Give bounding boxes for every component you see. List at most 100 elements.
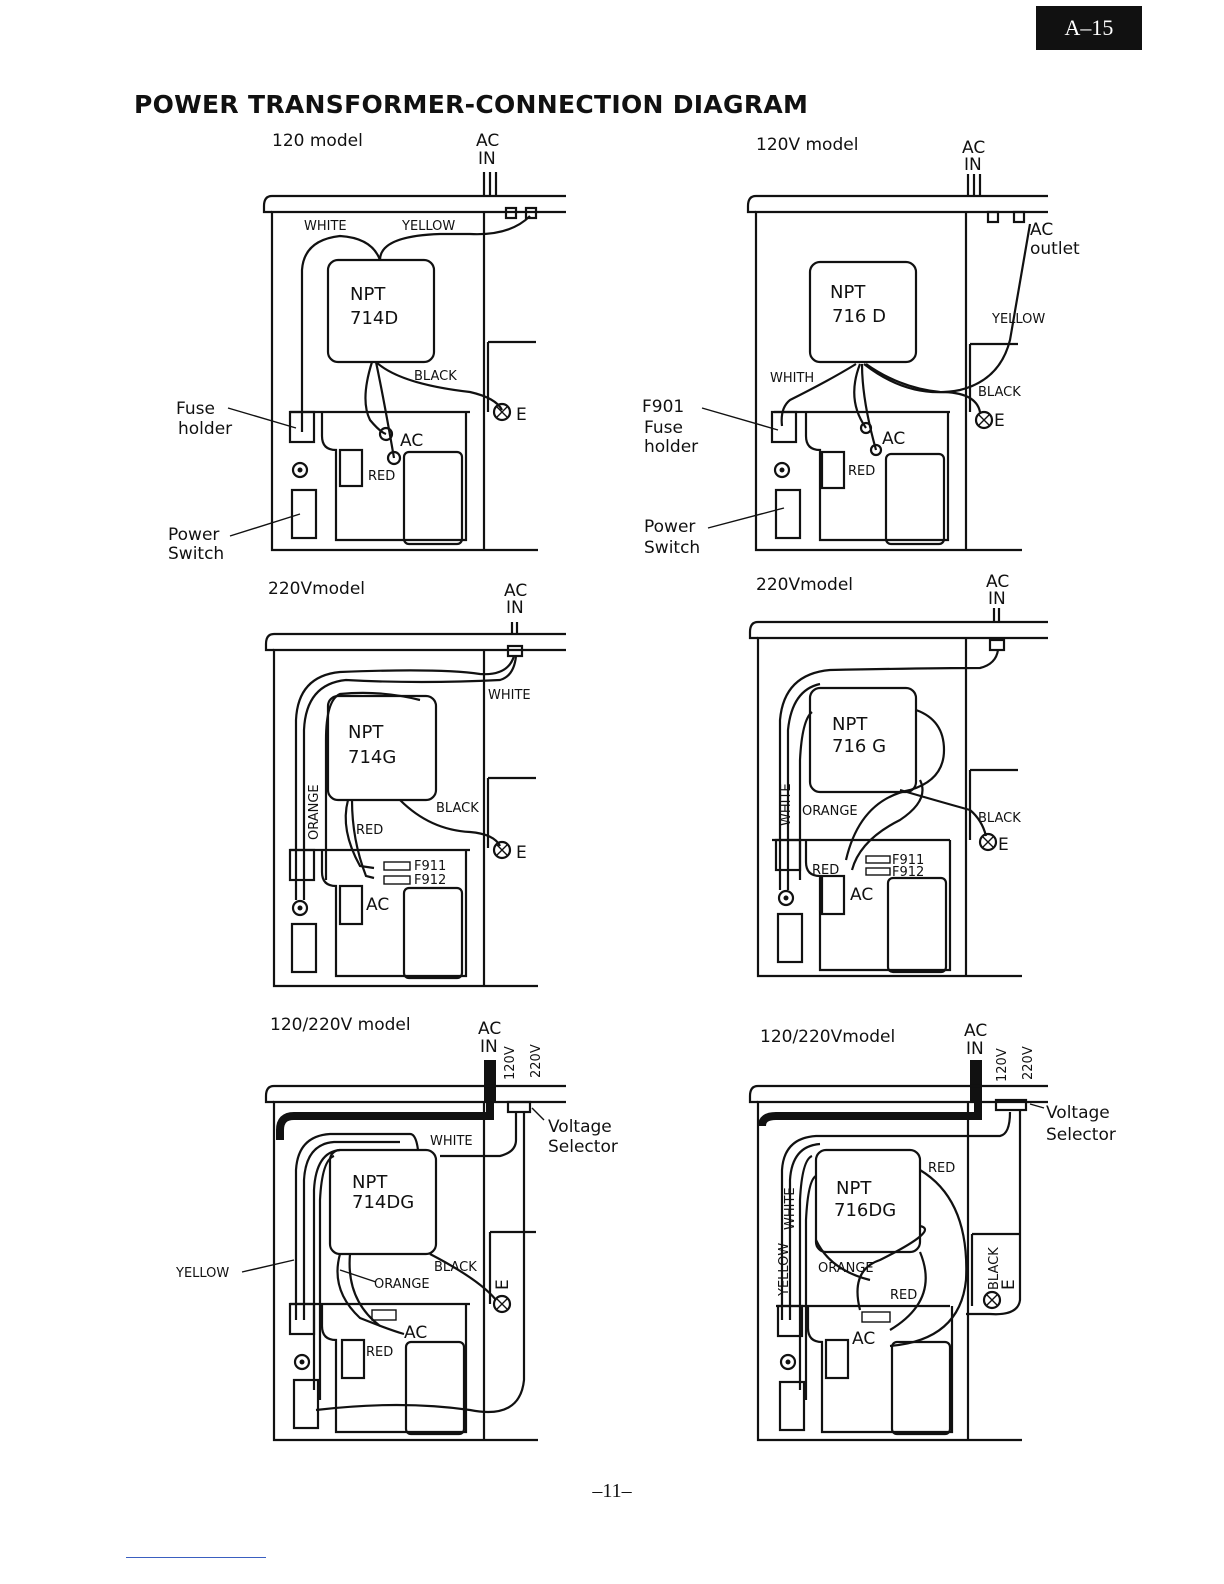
wire-label-red: RED	[366, 1345, 393, 1360]
diagram-220v-716g: 220Vmodel AC IN NPT 716 G WHITE ORANGE B…	[748, 572, 1048, 978]
wire-label-ac-outlet: outlet	[1030, 239, 1080, 259]
voltage-label-120v: 120V	[995, 1048, 1010, 1082]
npt-label: NPT	[350, 284, 386, 305]
npt-label: NPT	[832, 714, 868, 735]
ac-in-label: IN	[478, 149, 496, 169]
wire-label-orange: ORANGE	[307, 784, 322, 840]
earth-label: E	[999, 1279, 1019, 1290]
npt-label: NPT	[352, 1172, 388, 1193]
wire-label-yellow: YELLOW	[401, 219, 455, 234]
callout-f901: F901	[642, 397, 684, 417]
ac-in-label: IN	[988, 589, 1006, 609]
transformer	[808, 686, 918, 794]
npt-label: NPT	[348, 722, 384, 743]
wire-label-red: RED	[356, 823, 383, 838]
voltage-label-220v: 220V	[1021, 1046, 1036, 1080]
wire-label-yellow: YELLOW	[175, 1266, 229, 1281]
callout-fuse-holder: holder	[178, 419, 232, 439]
npt-label: NPT	[836, 1178, 872, 1199]
ac-in-label: AC	[504, 581, 527, 601]
part-number: 714D	[350, 308, 398, 329]
earth-label: E	[998, 835, 1009, 855]
wire-label-red: RED	[848, 464, 875, 479]
model-label: 120/220Vmodel	[760, 1027, 895, 1047]
npt-label: NPT	[830, 282, 866, 303]
wire-label-orange: ORANGE	[818, 1261, 874, 1276]
diagram-120-220v-714dg: 120/220V model AC IN 120V 220V NPT 714DG…	[175, 1015, 618, 1442]
ac-in-label: IN	[480, 1037, 498, 1057]
callout-voltage-selector: Selector	[548, 1137, 618, 1157]
wire-label-black: BLACK	[978, 811, 1021, 826]
ac-in-label: AC	[962, 138, 985, 158]
ac-in-label: AC	[964, 1021, 987, 1041]
wire-label-ac: AC	[852, 1329, 875, 1349]
wire-label-black: BLACK	[434, 1260, 477, 1275]
transformer	[808, 260, 918, 364]
diagram-120v-716d: 120V model AC IN NPT 716 D AC outlet YEL…	[642, 135, 1080, 558]
wire-label-yellow: YELLOW	[991, 312, 1045, 327]
callout-voltage-selector: Voltage	[548, 1117, 612, 1137]
part-number: 716DG	[834, 1200, 896, 1221]
diagram-120-220v-716dg: 120/220Vmodel AC IN 120V 220V NPT 716DG …	[748, 1021, 1116, 1442]
diagram-220v-714g: 220Vmodel AC IN NPT 714G WHITE ORANGE BL…	[264, 579, 566, 988]
fuse-label-f911: F911	[892, 853, 924, 868]
wire-label-white: WHITH	[770, 371, 814, 386]
part-number: 716 G	[832, 736, 886, 757]
callout-fuse-holder: Fuse	[644, 418, 683, 438]
wire-label-orange: ORANGE	[802, 804, 858, 819]
model-label: 220Vmodel	[756, 575, 853, 595]
ac-in-label: AC	[476, 131, 499, 151]
part-number: 714G	[348, 747, 396, 768]
callout-power-switch: Power	[644, 517, 695, 537]
transformer	[814, 1148, 922, 1254]
earth-label: E	[994, 411, 1005, 431]
wire-label-red: RED	[812, 863, 839, 878]
earth-label: E	[516, 405, 527, 425]
wire-label-ac: AC	[366, 895, 389, 915]
fuse-label-f912: F912	[892, 865, 924, 880]
callout-voltage-selector: Selector	[1046, 1125, 1116, 1145]
wire-label-red: RED	[928, 1161, 955, 1176]
diagram-120-714d: 120 model AC IN NPT 714D WHITE YELLOW BL…	[168, 131, 566, 564]
transformer	[326, 694, 438, 802]
wire-label-ac-outlet: AC	[1030, 220, 1053, 240]
callout-power-switch: Switch	[644, 538, 700, 558]
page-number: –11–	[592, 1480, 632, 1502]
page-tag: A–15	[1036, 6, 1142, 50]
ac-in-label: IN	[506, 598, 524, 618]
wire-label-red: RED	[890, 1288, 917, 1303]
model-label: 120 model	[272, 131, 363, 151]
callout-fuse-holder: Fuse	[176, 399, 215, 419]
wire-label-white: WHITE	[783, 1187, 798, 1230]
earth-label: E	[516, 843, 527, 863]
fuse-label-f912: F912	[414, 873, 446, 888]
part-number: 714DG	[352, 1192, 414, 1213]
wire-label-orange: ORANGE	[374, 1277, 430, 1292]
wire-label-red: RED	[368, 469, 395, 484]
model-label: 220Vmodel	[268, 579, 365, 599]
wire-label-white: WHITE	[779, 783, 794, 826]
part-number: 716 D	[832, 306, 886, 327]
footer-rule	[126, 1557, 266, 1558]
wire-label-ac: AC	[400, 431, 423, 451]
callout-power-switch: Switch	[168, 544, 224, 564]
wire-label-ac: AC	[404, 1323, 427, 1343]
page-title: POWER TRANSFORMER-CONNECTION DIAGRAM	[134, 90, 809, 119]
wire-label-white: WHITE	[488, 688, 531, 703]
ac-in-label: AC	[478, 1019, 501, 1039]
wire-label-ac: AC	[882, 429, 905, 449]
wire-label-black: BLACK	[436, 801, 479, 816]
earth-label: E	[493, 1279, 513, 1290]
voltage-label-120v: 120V	[503, 1046, 518, 1080]
wire-label-yellow: YELLOW	[777, 1243, 792, 1297]
fuse-label-f911: F911	[414, 859, 446, 874]
ac-in-label: IN	[966, 1039, 984, 1059]
wire-label-white: WHITE	[430, 1134, 473, 1149]
wire-label-black: BLACK	[978, 385, 1021, 400]
ac-in-label: IN	[964, 155, 982, 175]
callout-fuse-holder: holder	[644, 437, 698, 457]
callout-voltage-selector: Voltage	[1046, 1103, 1110, 1123]
wire-label-black: BLACK	[414, 369, 457, 384]
ac-in-label: AC	[986, 572, 1009, 592]
